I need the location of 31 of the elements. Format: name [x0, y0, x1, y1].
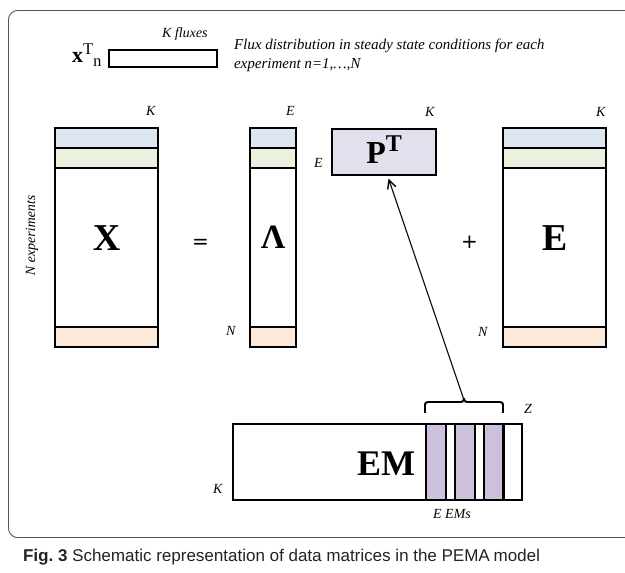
operator-symbol: +	[461, 228, 478, 255]
arrow	[386, 179, 465, 400]
matrix-symbol: EM	[357, 445, 415, 481]
figure-caption: Fig. 3 Schematic representation of data matrices in the PEMA model	[23, 547, 540, 564]
matrix-symbol: E	[542, 218, 568, 256]
column-band	[454, 423, 476, 501]
dimension-label: E EMs	[433, 508, 471, 522]
description-text: Flux distribution in steady state conditions for each experiment n=1,…,N	[234, 36, 546, 74]
operator-symbol: =	[192, 228, 209, 255]
vector-box	[108, 49, 218, 68]
matrix-box	[249, 127, 297, 348]
dimension-label: N	[478, 326, 488, 340]
dimension-label: N	[226, 325, 236, 339]
dimension-label: Z	[524, 403, 532, 417]
matrix-symbol: X	[92, 218, 120, 256]
matrix-box	[232, 423, 523, 501]
dimension-label: E	[286, 105, 295, 119]
dimension-label: K	[146, 105, 156, 119]
matrix-box	[502, 127, 607, 348]
column-band	[425, 423, 447, 501]
dimension-label: N experiments	[25, 194, 40, 276]
dimension-label: E	[314, 157, 323, 171]
dimension-label: K	[213, 483, 222, 497]
matrix-symbol: P$^{T}$	[366, 136, 402, 168]
matrix-box	[54, 127, 159, 348]
dimension-label: K	[425, 106, 434, 120]
dimension-label: K	[596, 106, 606, 120]
matrix-box	[331, 128, 437, 176]
column-band	[483, 423, 505, 501]
dimension-label: K fluxes	[162, 27, 208, 41]
matrix-symbol: Λ	[260, 220, 286, 254]
